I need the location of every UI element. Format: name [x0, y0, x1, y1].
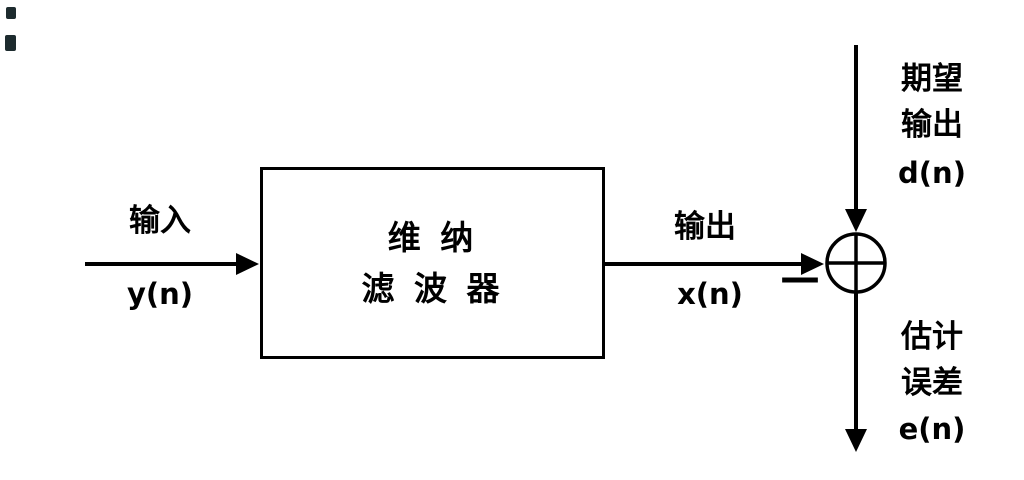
error-arrowhead: [845, 429, 867, 452]
desired-label-line1: 期望: [901, 61, 963, 97]
filter-name-line2: 滤 波 器: [361, 269, 504, 308]
output-signal-label: x(n): [677, 277, 743, 311]
error-signal-label: e(n): [898, 412, 966, 446]
desired-arrowhead: [845, 209, 867, 232]
desired-label-line2: 输出: [901, 107, 963, 143]
minus-sign: —: [780, 255, 820, 301]
input-signal-label: y(n): [126, 277, 194, 311]
input-arrowhead: [236, 253, 259, 275]
input-label: 输入: [129, 203, 191, 239]
desired-signal-label: d(n): [898, 156, 966, 190]
error-label-line2: 误差: [901, 365, 963, 401]
output-label: 输出: [674, 209, 736, 245]
scan-artifact: [6, 7, 16, 19]
scan-artifact: [5, 35, 16, 51]
wiener-filter-block: 维 纳 滤 波 器: [260, 167, 605, 359]
output-arrowhead: [801, 253, 824, 275]
error-label-line1: 估计: [901, 319, 963, 355]
filter-name-line1: 维 纳: [387, 217, 478, 257]
